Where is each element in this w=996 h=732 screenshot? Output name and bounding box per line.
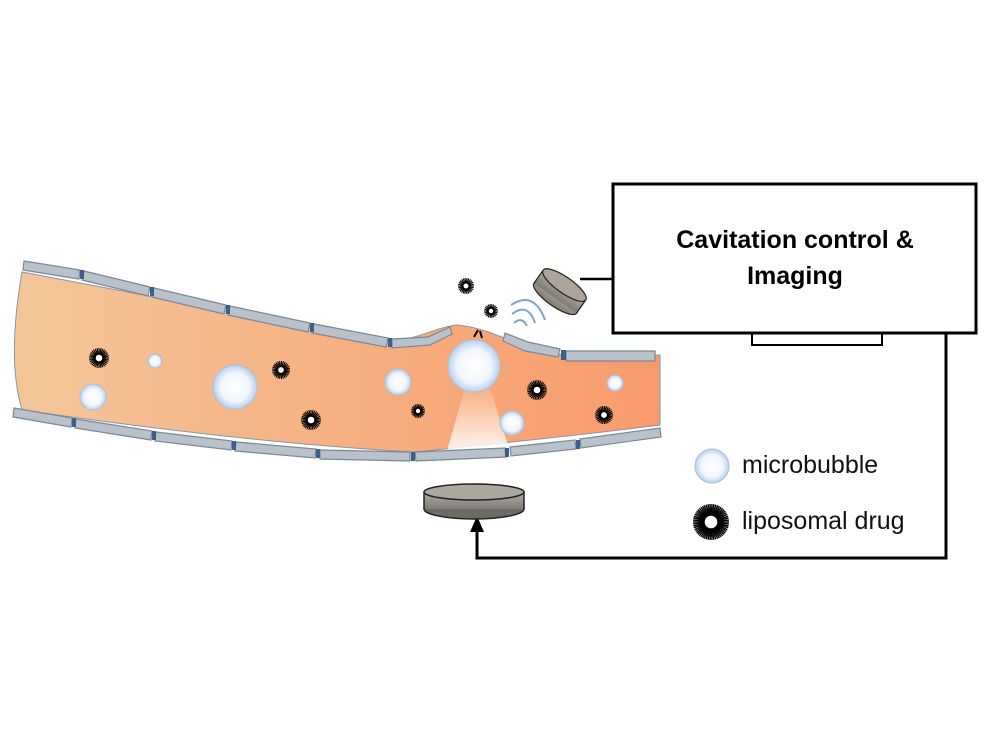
microbubble-icon (147, 353, 163, 369)
liposome-icon (411, 404, 425, 418)
liposome-icon (693, 503, 729, 541)
membrane-rupture (473, 329, 483, 339)
upper-wall-joints (80, 270, 566, 360)
legend-microbubble-label: microbubble (742, 451, 879, 479)
arrow-up-icon (470, 516, 484, 532)
microbubbles (79, 339, 624, 436)
lower-vessel-wall (12, 407, 662, 462)
cavitation-control-box (611, 182, 978, 335)
microbubble-icon (447, 339, 501, 393)
control-box-title-line2: Imaging (747, 262, 843, 290)
microbubble-icon (212, 364, 258, 410)
liposome-icon (301, 410, 321, 430)
legend-liposome-label: liposomal drug (742, 507, 905, 535)
ultrasound-beam (445, 388, 512, 458)
microbubble-icon (79, 383, 107, 411)
control-box-title-line1: Cavitation control & (676, 226, 914, 254)
microbubble-icon (499, 410, 525, 436)
liposome-icon (458, 278, 474, 294)
microbubble-icon (384, 368, 412, 396)
microbubble-icon (694, 448, 730, 484)
microbubble-icon (606, 374, 624, 392)
liposome-icon (527, 380, 547, 400)
lower-wall-joints (72, 418, 580, 461)
transducer-icon (423, 483, 525, 501)
control-box-stand (751, 333, 883, 346)
liposome-icon (89, 348, 109, 368)
liposome-icon (693, 503, 729, 541)
liposome-icon (484, 304, 498, 318)
control-box-title: Cavitation control & Imaging (615, 222, 975, 294)
liposome-icon (595, 405, 613, 425)
liposome-icon (272, 360, 290, 380)
feedback-wire (475, 333, 948, 560)
receiving-transducer (532, 268, 587, 316)
therapy-transducer (423, 483, 525, 520)
liposomal-drugs (89, 278, 613, 430)
ultrasound-wave-icon (510, 299, 546, 327)
